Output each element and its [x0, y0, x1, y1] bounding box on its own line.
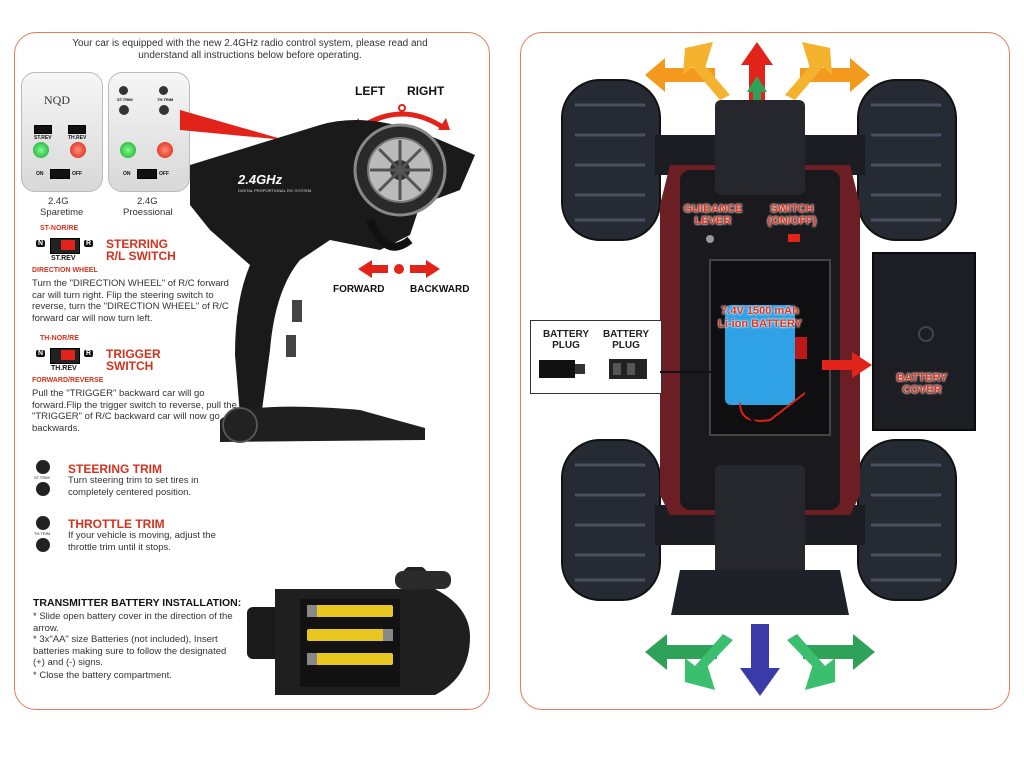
battery-cover-image [872, 252, 976, 431]
caption-sparetime-1: 2.4G [48, 196, 69, 207]
steering-trim-desc: Turn steering trim to set tires in compl… [68, 475, 199, 498]
green-led-icon [33, 142, 49, 158]
caption-professional-1: 2.4G [137, 196, 158, 207]
battery-step-3: * Close the battery compartment. [33, 670, 172, 681]
transmitter-logo: 2.4GHz [238, 172, 283, 187]
transmitter-subtitle: DIGITAL PROPORTIONAL R/C SYSTEM [238, 188, 312, 193]
transmitter-sparetime: NQD ST.REV TH.REV ON OFF [21, 72, 103, 192]
th-switch-n: N [36, 350, 46, 357]
battery-cover-label: BATTERY COVER [896, 372, 948, 396]
battery-plug-icon [539, 359, 647, 379]
trigger-arrow-icon [358, 260, 440, 278]
power-switch-icon [137, 169, 157, 179]
th-switch-icon [68, 125, 86, 134]
forward-label: FORWARD [333, 284, 385, 295]
switch-label: SWITCH (ON/OFF) [767, 203, 817, 227]
caption-professional-2: Proessional [123, 207, 173, 218]
battery-compartment-image [247, 567, 470, 695]
th-switch-title-1: TRIGGER [106, 347, 161, 361]
guidance-lever-label: GUIDANCE LEVER [683, 203, 743, 227]
steering-trim-icon [36, 460, 50, 474]
forward-reverse-label: FORWARD/REVERSE [32, 377, 104, 384]
steering-trim-knob-icon [36, 482, 50, 496]
st-switch-n: N [36, 240, 46, 247]
brand-logo: NQD [44, 93, 70, 107]
th-switch-title-2: SWITCH [106, 359, 154, 373]
caption-sparetime-2: Sparetime [40, 207, 84, 218]
backward-label: BACKWARD [410, 284, 470, 295]
th-trim-knob-icon [159, 105, 169, 115]
transmitter-professional: ST.TRIM TH.TRIM ON OFF [108, 72, 190, 192]
throttle-trim-knob-icon [36, 538, 50, 552]
battery-label-1: 7.4V 1500 mAh [721, 305, 799, 317]
steering-trim-title: STEERING TRIM [68, 462, 163, 476]
st-rev-label: ST.REV [34, 135, 52, 141]
front-arrows-icon [645, 42, 870, 102]
st-switch-bottom-label: ST.REV [51, 255, 76, 262]
right-label: RIGHT [407, 84, 445, 98]
callout-line [660, 371, 718, 373]
throttle-trim-desc: If your vehicle is moving, adjust the th… [68, 530, 216, 553]
on-label: ON [123, 171, 131, 177]
st-switch-title-1: STERRING [106, 237, 169, 251]
st-trim-knob-icon [119, 105, 129, 115]
red-led-icon [70, 142, 86, 158]
guidance-lever-icon [706, 235, 714, 243]
off-label: OFF [72, 171, 82, 177]
ce-mark-icon [918, 326, 934, 342]
throttle-trim-icon-label: TH.TRIM [34, 531, 51, 536]
steering-trim-icon-label: ST.TRIM [34, 475, 50, 480]
switch-icon [788, 234, 800, 242]
rc-car-image [561, 79, 957, 615]
th-trim-label: TH.TRIM [157, 97, 174, 102]
battery-label-2: Li-ion BATTERY [718, 318, 802, 330]
red-arrow-icon [822, 352, 872, 378]
throttle-trim-icon [36, 516, 50, 530]
battery-step-1: * Slide open battery cover in the direct… [33, 611, 233, 634]
rear-arrows-icon [645, 624, 875, 696]
power-switch-icon [50, 169, 70, 179]
transmitter-image [190, 120, 475, 443]
battery-plug-callout: BATTERY PLUG BATTERY PLUG [530, 320, 662, 394]
battery-install-title: TRANSMITTER BATTERY INSTALLATION: [33, 597, 242, 609]
st-switch-r: R [84, 240, 94, 247]
st-switch-desc: Turn the "DIRECTION WHEEL" of R/C forwar… [32, 278, 229, 324]
pointer-triangle [180, 110, 285, 140]
th-switch-bottom-label: TH.REV [51, 365, 77, 372]
throttle-trim-title: THROTTLE TRIM [68, 517, 165, 531]
st-switch-icon [50, 238, 80, 254]
battery-step-2: * 3x"AA" size Batteries (not included), … [33, 634, 227, 668]
th-trim-icon [159, 86, 168, 95]
th-switch-top-label: TH-NOR/RE [40, 335, 79, 342]
intro-text: Your car is equipped with the new 2.4GHz… [72, 38, 428, 61]
direction-wheel-label: DIRECTION WHEEL [32, 267, 98, 274]
st-trim-label: ST.TRIM [117, 97, 133, 102]
off-label: OFF [159, 171, 169, 177]
st-switch-top-label: ST-NOR/RE [40, 225, 79, 232]
th-switch-desc: Pull the "TRIGGER" backward car will go … [32, 388, 237, 434]
green-led-icon [120, 142, 136, 158]
on-label: ON [36, 171, 44, 177]
battery-plug-label-2: BATTERY PLUG [602, 329, 650, 351]
th-switch-icon [50, 348, 80, 364]
th-switch-r: R [84, 350, 94, 357]
left-label: LEFT [355, 84, 385, 98]
st-switch-icon [34, 125, 52, 134]
battery-plug-label-1: BATTERY PLUG [542, 329, 590, 351]
th-rev-label: TH.REV [68, 135, 87, 141]
st-switch-title-2: R/L SWITCH [106, 249, 176, 263]
st-trim-icon [119, 86, 128, 95]
red-led-icon [157, 142, 173, 158]
